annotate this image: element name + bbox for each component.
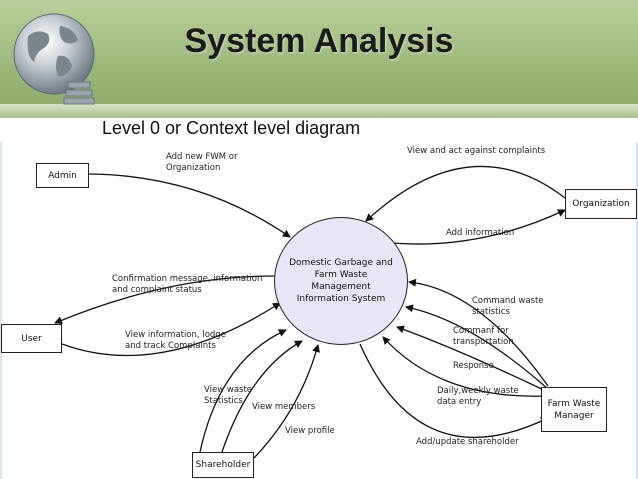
label-view-info: View information, lodge and track Compla… (125, 330, 226, 351)
slide-header (0, 0, 638, 118)
flow-system-to-org (391, 209, 566, 245)
right-edge (636, 142, 638, 479)
entity-admin: Admin (36, 163, 89, 188)
entity-user: User (1, 324, 62, 353)
label-add-shareholder: Add/update shareholder (416, 437, 519, 447)
entity-shareholder: Shareholder (192, 452, 254, 478)
flow-fwm-to-system-3 (396, 325, 549, 393)
entity-organization: Organization (565, 189, 637, 219)
label-command-stats: Command waste statistics (472, 296, 544, 317)
label-daily-weekly: Daily,weekly waste data entry (437, 386, 519, 407)
label-view-members: View members (252, 402, 316, 412)
context-diagram (54, 165, 566, 459)
label-view-act: View and act against complaints (407, 146, 546, 156)
label-add-info: Add information (446, 228, 515, 238)
label-response: Response (453, 361, 494, 371)
label-view-waste-stats: View waste Statistics (204, 385, 253, 406)
label-view-profile: View profile (285, 426, 335, 436)
system-process: Domestic Garbage and Farm Waste Manageme… (274, 217, 408, 345)
page-title: System Analysis (184, 22, 454, 60)
flow-shareholder-3 (253, 344, 320, 459)
label-confirmation: Confirmation message, information and co… (112, 274, 263, 295)
label-add-fwm: Add new FWM or Organization (166, 152, 238, 173)
diagram-subtitle: Level 0 or Context level diagram (102, 118, 361, 138)
globe-logo-icon (13, 13, 95, 105)
flow-shareholder-1 (199, 329, 287, 453)
entity-farm-waste-manager: Farm Waste Manager (541, 387, 607, 432)
flow-admin-to-system (88, 173, 291, 238)
flow-fwm-to-system-4 (382, 336, 549, 397)
flow-fwm-to-system-2 (405, 304, 549, 390)
left-edge (0, 142, 2, 479)
flow-org-view-act (365, 165, 566, 222)
header-stripe (0, 104, 638, 118)
flow-shareholder-2 (221, 340, 303, 453)
flow-system-to-user (54, 275, 279, 324)
label-command-transport: Commanf for transportation (453, 326, 514, 347)
flow-system-to-fwm (359, 343, 549, 438)
flow-fwm-to-system-1 (408, 278, 549, 387)
flow-user-to-system (61, 302, 281, 357)
